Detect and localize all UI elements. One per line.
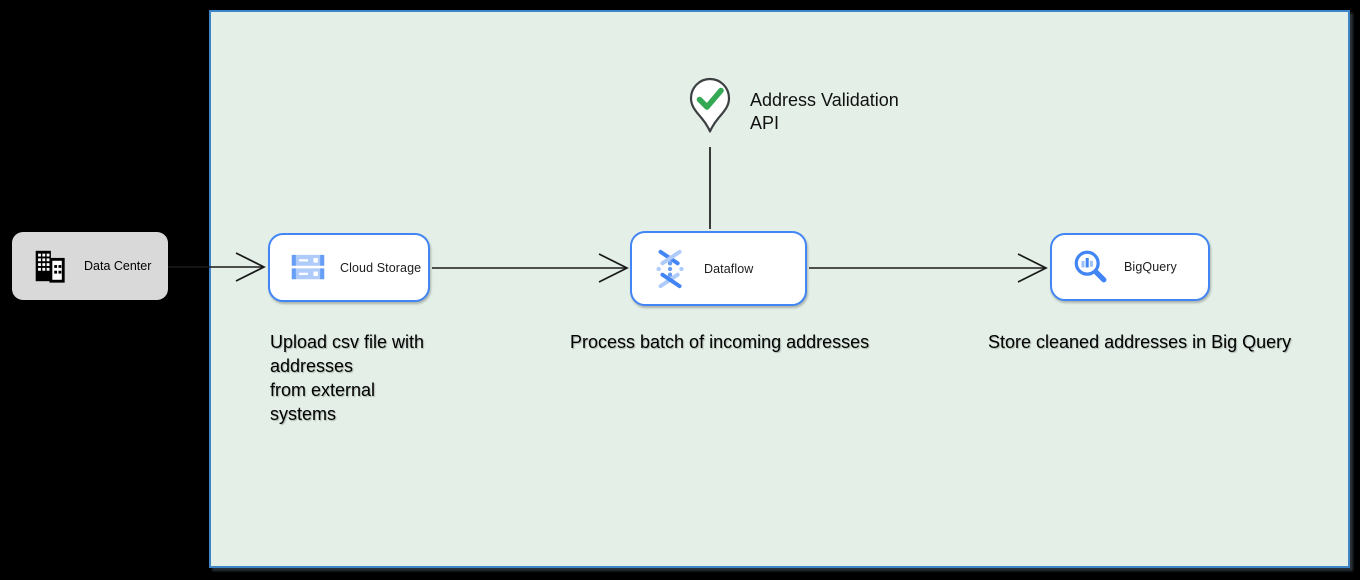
node-dataflow-label: Dataflow [704, 261, 754, 276]
caption-upload-csv: Upload csv file with addresses from exte… [270, 332, 425, 424]
node-bigquery: BigQuery [1050, 233, 1210, 301]
node-bigquery-label: BigQuery [1124, 260, 1177, 274]
map-pin-check-icon [687, 77, 733, 137]
node-data-center-label: Data Center [84, 259, 152, 273]
node-dataflow: Dataflow [630, 231, 807, 306]
cloud-storage-icon [291, 254, 325, 280]
caption-store-cleaned: Store cleaned addresses in Big Query [988, 332, 1292, 352]
node-cloud-storage-label: Cloud Storage [340, 260, 422, 275]
caption-process-batch: Process batch of incoming addresses [570, 332, 870, 352]
node-cloud-storage: Cloud Storage [268, 233, 430, 302]
bigquery-icon [1074, 250, 1107, 283]
node-data-center: Data Center [12, 232, 168, 300]
annotation-address-validation-api: Address Validation API [750, 90, 899, 133]
dataflow-icon [656, 249, 684, 288]
building-icon [35, 250, 65, 283]
